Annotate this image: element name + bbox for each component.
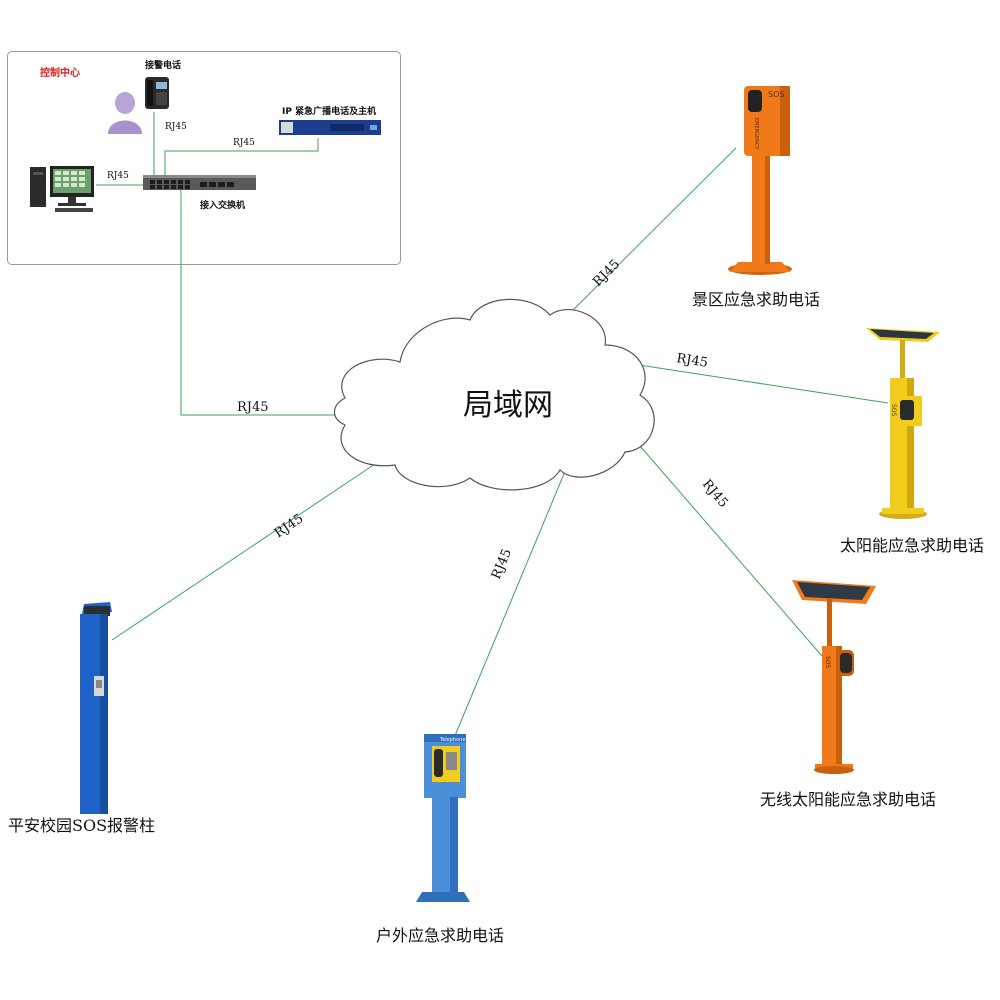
rj45-wireless-label: RJ45 bbox=[699, 477, 731, 511]
alarm-phone-icon bbox=[145, 77, 169, 109]
lan-label: 局域网 bbox=[463, 388, 553, 423]
outdoor-panel-text: Telephone bbox=[439, 737, 465, 743]
link-cloud-scenic bbox=[555, 147, 737, 328]
campus-sos-pillar-icon bbox=[80, 602, 112, 814]
rj45-phone-label: RJ45 bbox=[165, 122, 187, 132]
link-cloud-wireless bbox=[639, 445, 823, 657]
outdoor-emergency-phone-icon bbox=[416, 734, 470, 902]
lan-cloud bbox=[333, 298, 655, 491]
link-cloud-outdoor bbox=[453, 468, 567, 739]
operator-icon bbox=[108, 92, 142, 134]
rj45-campus-label: RJ45 bbox=[272, 511, 307, 541]
solar-emergency-phone-icon bbox=[866, 328, 940, 519]
pc-workstation-icon bbox=[30, 166, 94, 212]
control-center-title: 控制中心 bbox=[40, 68, 80, 79]
rj45-control-label: RJ45 bbox=[237, 400, 269, 415]
access-switch-label: 接入交换机 bbox=[200, 201, 246, 211]
outdoor-phone-label: 户外应急求助电话 bbox=[376, 926, 505, 945]
solar-phone-label: 太阳能应急求助电话 bbox=[840, 536, 985, 555]
wireless-panel-text: SOS bbox=[824, 656, 831, 669]
broadcast-host-icon bbox=[279, 120, 381, 135]
link-cloud-campus bbox=[111, 463, 376, 641]
access-switch-icon bbox=[143, 175, 256, 190]
rj45-scenic-label: RJ45 bbox=[590, 257, 623, 290]
scenic-emergency-phone-icon bbox=[728, 86, 792, 275]
rj45-pc-label: RJ45 bbox=[107, 171, 129, 181]
campus-sos-label: 平安校园SOS报警柱 bbox=[8, 816, 156, 835]
link-host-switch bbox=[164, 138, 319, 182]
scenic-panel-text: SOS bbox=[768, 90, 784, 99]
scenic-side-text: EMERGENCY bbox=[753, 118, 759, 150]
rj45-outdoor-label: RJ45 bbox=[489, 547, 515, 582]
link-cloud-solar bbox=[605, 359, 889, 404]
wireless-solar-phone-icon bbox=[792, 580, 876, 774]
alarm-phone-label: 接警电话 bbox=[145, 61, 182, 71]
scenic-phone-label: 景区应急求助电话 bbox=[692, 290, 821, 309]
link-switch-cloud bbox=[180, 186, 340, 416]
solar-panel-text: SOS bbox=[890, 404, 897, 417]
rj45-host-label: RJ45 bbox=[233, 138, 255, 148]
wireless-solar-phone-label: 无线太阳能应急求助电话 bbox=[760, 790, 937, 809]
control-center-frame bbox=[7, 51, 401, 265]
broadcast-host-label: IP 紧急广播电话及主机 bbox=[282, 107, 377, 117]
rj45-solar-label: RJ45 bbox=[675, 351, 709, 371]
